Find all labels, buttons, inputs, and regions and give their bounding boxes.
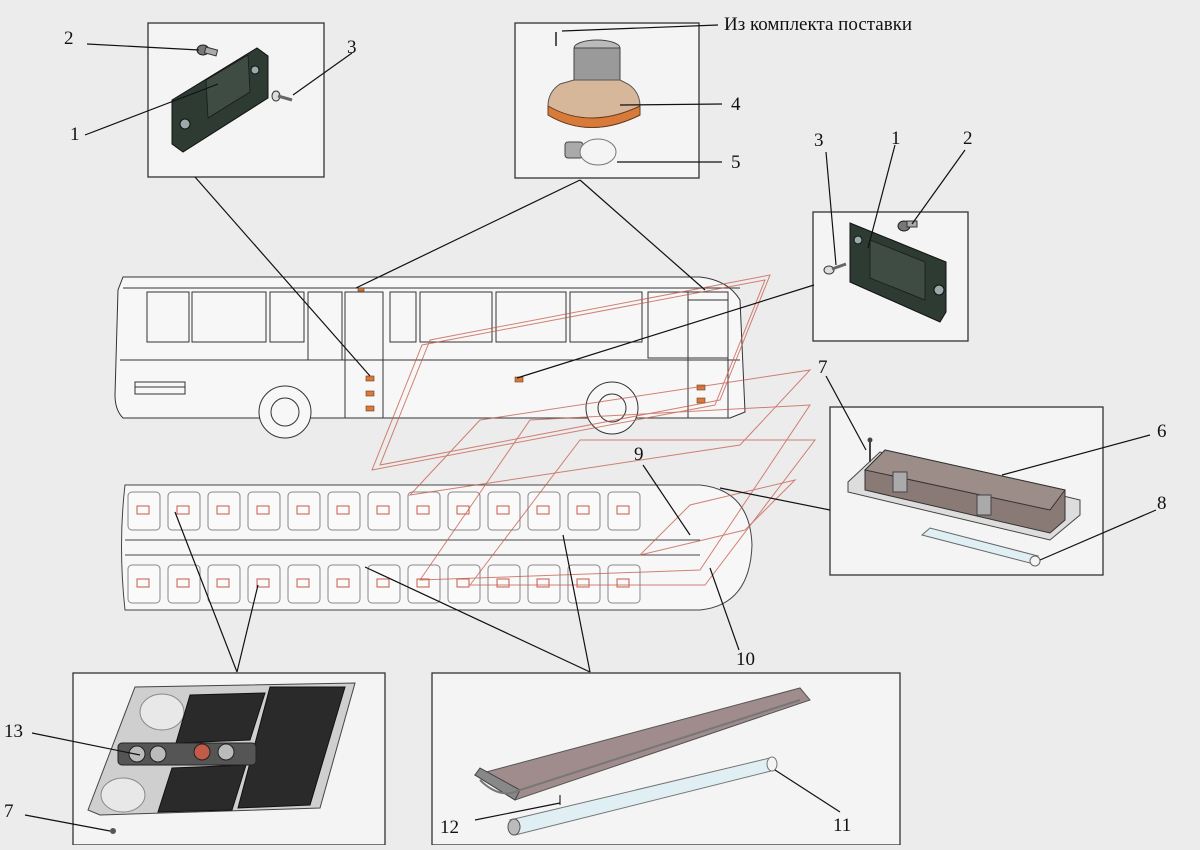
callout-6: 6: [1157, 421, 1167, 442]
reading-light-icon: [176, 505, 190, 515]
reading-light-icon: [576, 505, 590, 515]
callout-11: 11: [833, 815, 852, 836]
seat: [247, 564, 281, 604]
reading-light-icon: [216, 578, 230, 588]
reading-light-icon: [376, 578, 390, 588]
reading-light-icon: [256, 578, 270, 588]
seat: [447, 564, 481, 604]
bus-wheels: [258, 381, 639, 439]
callout-13: 13: [4, 721, 23, 742]
seat: [567, 491, 601, 531]
seat: [127, 491, 161, 531]
seat: [247, 491, 281, 531]
reading-light-icon: [336, 578, 350, 588]
screw-icon: [823, 262, 847, 275]
bus-seats: [127, 491, 641, 604]
seat: [167, 564, 201, 604]
seat: [327, 491, 361, 531]
seat: [407, 491, 441, 531]
callout-8: 8: [1157, 493, 1167, 514]
reading-light-icon: [456, 505, 470, 515]
seat: [327, 564, 361, 604]
callout-10: 10: [736, 649, 755, 670]
seat: [207, 491, 241, 531]
fluorescent-fixture: [847, 437, 1081, 567]
supply-note: Из комплекта поставки: [724, 14, 913, 35]
reading-light-icon: [536, 578, 550, 588]
reading-light-icon: [136, 505, 150, 515]
reading-light-icon: [616, 578, 630, 588]
reading-light-icon: [496, 578, 510, 588]
seat: [367, 564, 401, 604]
seat: [287, 491, 321, 531]
reading-light-icon: [376, 505, 390, 515]
reading-light-icon: [296, 505, 310, 515]
seat: [447, 491, 481, 531]
seat: [527, 491, 561, 531]
seat: [167, 491, 201, 531]
leader-lines: [24, 24, 1157, 832]
seat: [207, 564, 241, 604]
seat: [127, 564, 161, 604]
passenger-service-panel: [87, 682, 356, 834]
callout-2-right: 2: [963, 128, 973, 149]
bulb-icon: [564, 138, 617, 166]
seat: [367, 491, 401, 531]
seat: [607, 564, 641, 604]
callout-9: 9: [634, 444, 644, 465]
seat: [487, 564, 521, 604]
tube-icon: [920, 527, 1041, 567]
reading-light-icon: [416, 505, 430, 515]
callout-4: 4: [731, 94, 741, 115]
reading-light-icon: [616, 505, 630, 515]
reading-light-icon: [136, 578, 150, 588]
reading-light-icon: [256, 505, 270, 515]
reading-light-icon: [216, 505, 230, 515]
bus-side-view: [114, 276, 746, 419]
dome-lamp: [547, 32, 641, 166]
reading-light-icon: [456, 578, 470, 588]
tube-lamp: [473, 687, 811, 836]
inset-tube-lamp: [431, 672, 901, 846]
callout-7-right: 7: [818, 357, 828, 378]
screw-icon: [867, 437, 873, 462]
callout-3-top: 3: [347, 37, 357, 58]
reading-light-icon: [416, 578, 430, 588]
seat: [407, 564, 441, 604]
reading-light-icon: [496, 505, 510, 515]
screw-icon: [271, 90, 293, 102]
callout-1-right: 1: [891, 128, 901, 149]
reading-light-icon: [536, 505, 550, 515]
seat: [487, 491, 521, 531]
seat: [287, 564, 321, 604]
callout-3-right: 3: [814, 130, 824, 151]
reading-light-icon: [576, 578, 590, 588]
reading-light-icon: [336, 505, 350, 515]
callout-7-bottom: 7: [4, 801, 14, 822]
callout-12: 12: [440, 817, 459, 838]
seat: [607, 491, 641, 531]
callout-2-top: 2: [64, 28, 74, 49]
reading-light-icon: [176, 578, 190, 588]
callout-5: 5: [731, 152, 741, 173]
seat: [527, 564, 561, 604]
screw-icon: [110, 828, 116, 834]
lighting-route-outlines: [371, 274, 817, 586]
callout-1-top: 1: [70, 124, 80, 145]
reading-light-icon: [296, 578, 310, 588]
